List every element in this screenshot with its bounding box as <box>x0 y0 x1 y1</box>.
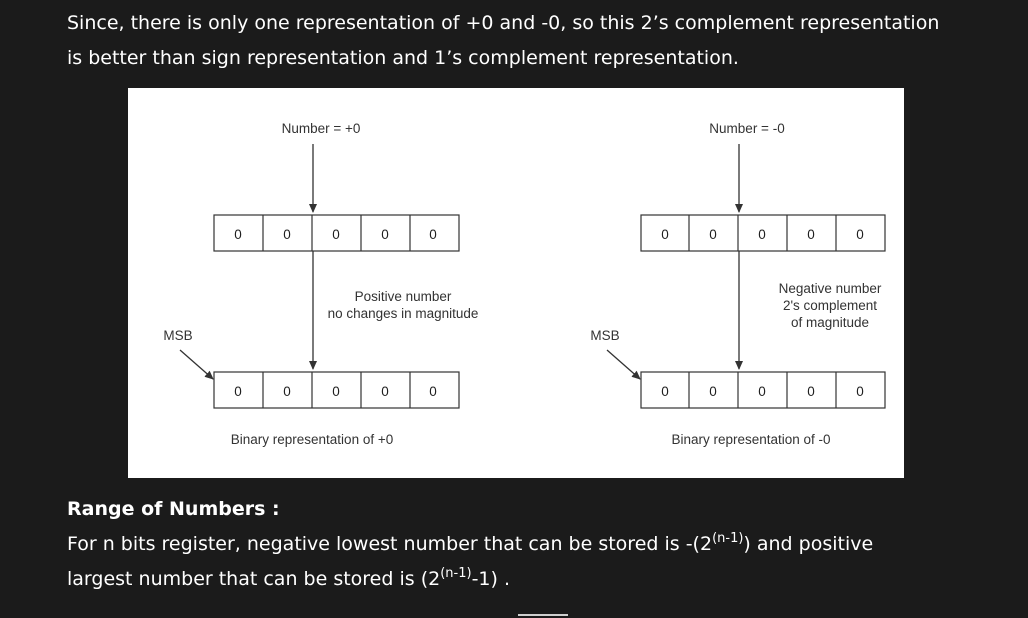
left-top-bit: 0 <box>381 227 389 242</box>
right-top-bit: 0 <box>856 227 864 242</box>
exponent: (n-1) <box>440 566 472 581</box>
right-top-bit: 0 <box>709 227 717 242</box>
left-top-bit: 0 <box>283 227 291 242</box>
right-note-line: 2's complement <box>783 298 877 313</box>
left-top-bit: 0 <box>332 227 340 242</box>
range-text: For n bits register, negative lowest num… <box>67 533 713 555</box>
divider <box>518 614 568 616</box>
right-panel: Number = -0 0 0 0 0 0 Negative number 2'… <box>590 121 886 447</box>
right-top-bit: 0 <box>807 227 815 242</box>
intro-paragraph: Since, there is only one representation … <box>67 6 997 76</box>
range-text: largest number that can be stored is (2 <box>67 568 441 590</box>
right-bottom-bit: 0 <box>856 384 864 399</box>
right-note-line: of magnitude <box>791 315 869 330</box>
intro-line-2: is better than sign representation and 1… <box>67 47 739 69</box>
right-bottom-register: 0 0 0 0 0 <box>640 371 886 409</box>
left-title: Number = +0 <box>282 121 361 136</box>
range-text: ) and positive <box>743 533 874 555</box>
right-bottom-bit: 0 <box>807 384 815 399</box>
intro-line-1: Since, there is only one representation … <box>67 12 940 34</box>
left-bottom-bit: 0 <box>283 384 291 399</box>
left-bottom-bit: 0 <box>332 384 340 399</box>
range-text: -1) . <box>471 568 510 590</box>
right-top-bit: 0 <box>661 227 669 242</box>
left-note-line: Positive number <box>355 289 452 304</box>
right-bottom-bit: 0 <box>661 384 669 399</box>
range-heading: Range of Numbers : <box>67 498 280 520</box>
left-note-line: no changes in magnitude <box>328 306 479 321</box>
right-top-bit: 0 <box>758 227 766 242</box>
right-msb-label: MSB <box>590 328 619 343</box>
left-bottom-bit: 0 <box>234 384 242 399</box>
right-bottom-bit: 0 <box>758 384 766 399</box>
right-bottom-bit: 0 <box>709 384 717 399</box>
right-top-register: 0 0 0 0 0 <box>640 214 886 252</box>
left-top-bit: 0 <box>429 227 437 242</box>
left-bottom-bit: 0 <box>381 384 389 399</box>
left-bottom-register: 0 0 0 0 0 <box>213 371 460 409</box>
exponent: (n-1) <box>712 531 744 546</box>
right-caption: Binary representation of -0 <box>671 432 830 447</box>
left-panel: Number = +0 0 0 0 0 0 Positive number no… <box>163 121 478 447</box>
right-note-line: Negative number <box>779 281 882 296</box>
left-bottom-bit: 0 <box>429 384 437 399</box>
left-top-register: 0 0 0 0 0 <box>213 214 460 252</box>
range-paragraph: For n bits register, negative lowest num… <box>67 527 997 597</box>
left-msb-label: MSB <box>163 328 192 343</box>
right-title: Number = -0 <box>709 121 784 136</box>
left-top-bit: 0 <box>234 227 242 242</box>
complement-diagram: Number = +0 0 0 0 0 0 Positive number no… <box>128 88 904 478</box>
left-caption: Binary representation of +0 <box>231 432 393 447</box>
